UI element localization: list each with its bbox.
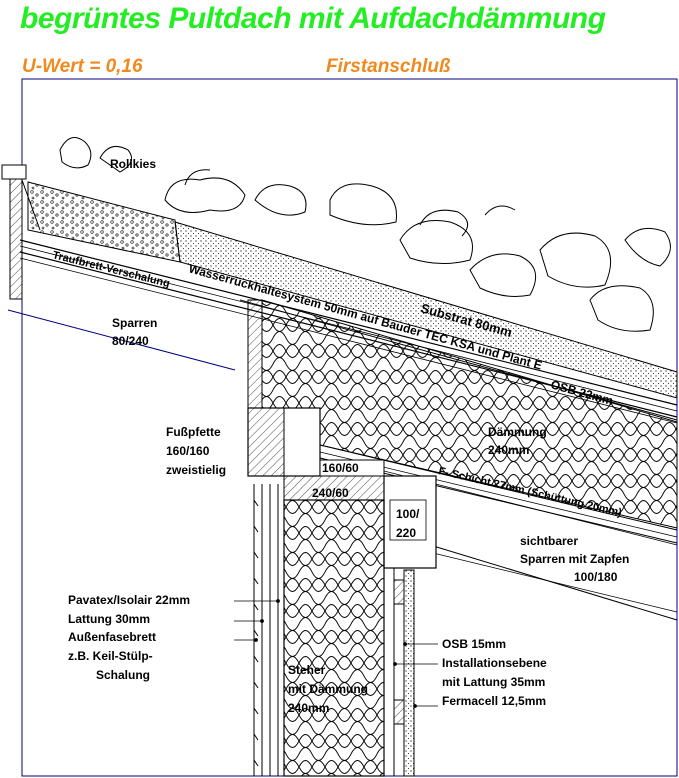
u-value: U-Wert = 0,16 — [22, 56, 143, 77]
substrate-layer — [174, 221, 678, 399]
leader-lines — [234, 599, 438, 708]
stones — [59, 137, 671, 332]
label-plate-160: 160/60 — [322, 461, 359, 475]
label-pavatex: Pavatex/Isolair 22mm — [68, 593, 190, 607]
label-steher-daemmung: mit Dämmung — [288, 682, 368, 696]
gravel-layer — [27, 181, 181, 263]
label-post-100: 100/ — [396, 507, 420, 521]
label-aussenfase: Außenfasebrett — [68, 630, 156, 644]
plate-240-60 — [283, 475, 385, 501]
label-fusspfette-size: 160/160 — [166, 444, 210, 458]
label-rollkies: Rollkies — [110, 157, 156, 171]
exterior-cladding — [253, 484, 279, 776]
label-schalung: Schalung — [96, 668, 150, 682]
label-sparren: Sparren — [112, 316, 157, 330]
label-sparren-size: 80/240 — [112, 334, 149, 348]
label-installationsebene: Installationsebene — [442, 656, 547, 670]
label-sparren-zapfen: Sparren mit Zapfen — [520, 552, 629, 566]
section-name: Firstanschluß — [326, 56, 451, 77]
rafter-line — [7, 309, 236, 371]
label-fermacell: Fermacell 12,5mm — [442, 694, 546, 708]
label-daemmung: Dämmung — [488, 425, 547, 439]
label-sichtbarer: sichtbarer — [520, 534, 578, 548]
post-100-220 — [383, 475, 437, 569]
label-fusspfette-type: zweistielig — [166, 463, 226, 477]
label-plate-240: 240/60 — [312, 486, 349, 500]
eave-fascia — [1, 164, 41, 300]
label-post-220: 220 — [396, 526, 416, 540]
drawing-title: begrüntes Pultdach mit Aufdachdämmung — [20, 2, 606, 35]
label-osb15: OSB 15mm — [442, 637, 506, 651]
label-lattung: Lattung 30mm — [68, 612, 150, 626]
label-lattung35: mit Lattung 35mm — [442, 675, 545, 689]
label-daemmung-size: 240mm — [488, 443, 529, 457]
wall-insulation — [283, 499, 385, 777]
label-sparren-zapfen-size: 100/180 — [574, 570, 618, 584]
plate-160-60 — [319, 459, 385, 477]
label-keil: z.B. Keil-Stülp- — [68, 649, 153, 663]
label-steher: Steher — [288, 663, 326, 677]
label-steher-size: 240mm — [288, 701, 329, 715]
interior-layers — [383, 560, 437, 777]
label-fusspfette: Fußpfette — [166, 425, 221, 439]
